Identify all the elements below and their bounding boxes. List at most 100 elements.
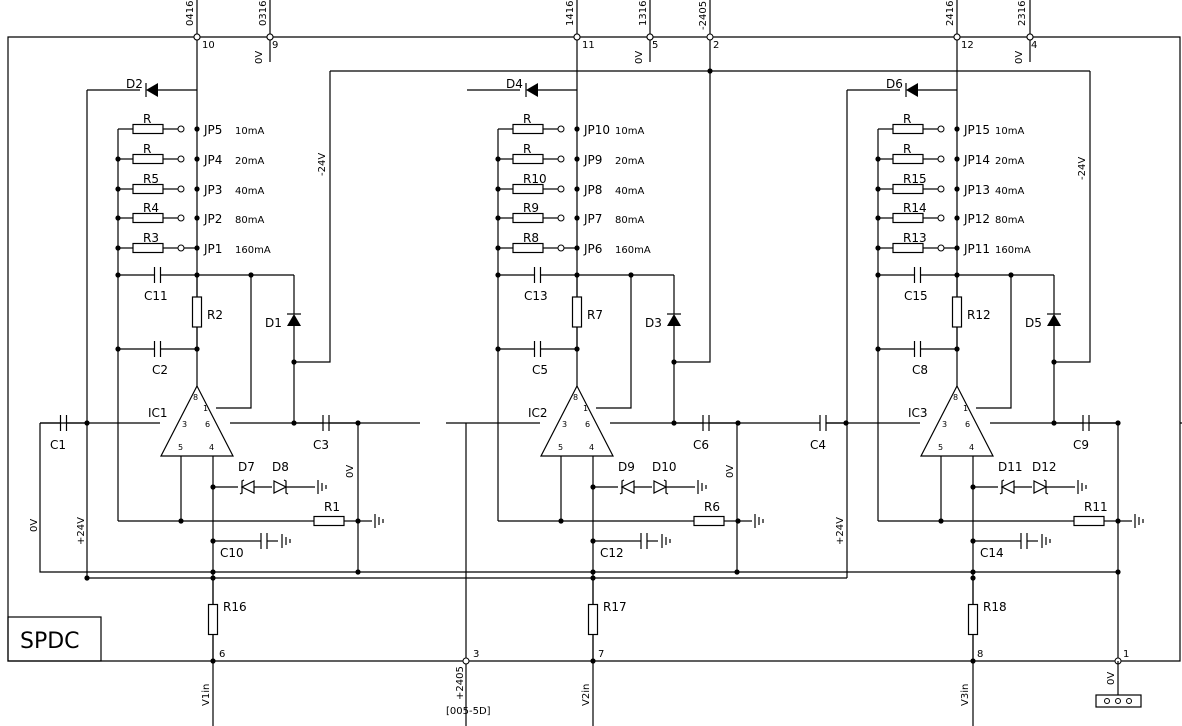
capacitor-label: C10 (220, 546, 244, 560)
wire (596, 275, 632, 409)
terminal (193, 33, 201, 41)
terminal (557, 244, 565, 252)
junction-dot (495, 245, 501, 251)
pin-number: 5 (652, 40, 658, 51)
current-label: 80mA (995, 215, 1024, 226)
pin-net-label: 2316 (1017, 1, 1028, 26)
resistor-label: R1 (324, 500, 340, 514)
current-label: 10mA (235, 126, 264, 137)
pos24-label: +24V (76, 517, 87, 545)
pin-number: 3 (473, 649, 479, 660)
resistor-label: R14 (903, 201, 927, 215)
resistor-label: R9 (523, 201, 539, 215)
terminal (177, 185, 185, 193)
resistor-label: R13 (903, 231, 927, 245)
resistor-body (892, 183, 924, 195)
junction-dot (875, 156, 881, 162)
junction-dot (194, 245, 200, 251)
junction-dot (115, 245, 121, 251)
junction-dot (194, 215, 200, 221)
terminal (557, 214, 565, 222)
capacitor-label: C4 (810, 438, 826, 452)
pin-net-label: V3in (960, 684, 971, 706)
zener-body (1033, 480, 1048, 494)
resistor-label: R11 (1084, 500, 1108, 514)
resistor-body (512, 242, 544, 254)
neg24-label: -24V (317, 153, 328, 176)
capacitor-label: C15 (904, 289, 928, 303)
junction-dot (970, 569, 976, 575)
junction-dot (495, 186, 501, 192)
diode-label: D6 (886, 77, 903, 91)
resistor-label: R17 (603, 600, 627, 614)
terminal (937, 125, 945, 133)
current-label: 160mA (995, 245, 1031, 256)
diode-label: D9 (618, 460, 635, 474)
opamp-pin: 6 (205, 420, 210, 429)
opamp-pin: 5 (178, 443, 183, 452)
diode-label: D12 (1032, 460, 1057, 474)
pin-net-label: 2416 (945, 1, 956, 26)
current-label: 20mA (615, 156, 644, 167)
opamp-pin: 8 (953, 393, 958, 402)
ic-label: IC1 (148, 406, 168, 420)
pin-net-label: 0V (1106, 672, 1117, 685)
junction-dot (843, 420, 849, 426)
resistor-body (313, 515, 345, 527)
opamp-body (920, 384, 994, 457)
junction-dot (1115, 420, 1121, 426)
junction-dot (875, 245, 881, 251)
opamp-pin: 6 (965, 420, 970, 429)
pos24-label: +24V (835, 517, 846, 545)
wire (999, 479, 1005, 495)
pin-number: 11 (582, 40, 595, 51)
jumper-label: JP1 (203, 242, 222, 256)
junction-dot (954, 346, 960, 352)
junction-dot (115, 186, 121, 192)
jumper-label: JP15 (963, 123, 990, 137)
pin-net-label: 0316 (258, 1, 269, 26)
current-label: 40mA (235, 186, 264, 197)
terminal (953, 33, 961, 41)
resistor-label: R3 (143, 231, 159, 245)
junction-dot (84, 420, 90, 426)
zener-body (653, 480, 668, 494)
resistor-body (951, 296, 963, 328)
wire (619, 479, 625, 495)
pin-net-label: 1316 (638, 1, 649, 26)
jumper-label: JP14 (963, 153, 990, 167)
zero-label: 0V (345, 465, 356, 478)
junction-dot (735, 420, 741, 426)
diode-label: D7 (238, 460, 255, 474)
resistor-label: R7 (587, 308, 603, 322)
diode-label: D2 (126, 77, 143, 91)
opamp-pin: 4 (589, 443, 594, 452)
junction-dot (115, 215, 121, 221)
capacitor-label: C8 (912, 363, 928, 377)
zener-body (620, 480, 635, 494)
resistor-body (512, 123, 544, 135)
junction-dot (574, 346, 580, 352)
opamp-body (160, 384, 234, 457)
resistor-body (132, 153, 164, 165)
rail-labels: -24V -24V +24V +24V 0V 0V 0V (29, 153, 1088, 545)
opamp-pin: 1 (963, 404, 968, 413)
junction-dot (194, 126, 200, 132)
pin-net-label: -2405 (698, 1, 709, 30)
zero-label: 0V (29, 519, 40, 532)
junction-dot (210, 575, 216, 581)
resistor-label: R10 (523, 172, 547, 186)
jumper-label: JP7 (583, 212, 602, 226)
diode-body (146, 83, 158, 97)
resistor-body (967, 603, 979, 636)
junction-dot (355, 518, 361, 524)
terminal (557, 155, 565, 163)
diode-label: D4 (506, 77, 523, 91)
junction-dot (1051, 359, 1057, 365)
capacitor-label: C3 (313, 438, 329, 452)
junction-dot (115, 156, 121, 162)
resistor-body (132, 242, 164, 254)
